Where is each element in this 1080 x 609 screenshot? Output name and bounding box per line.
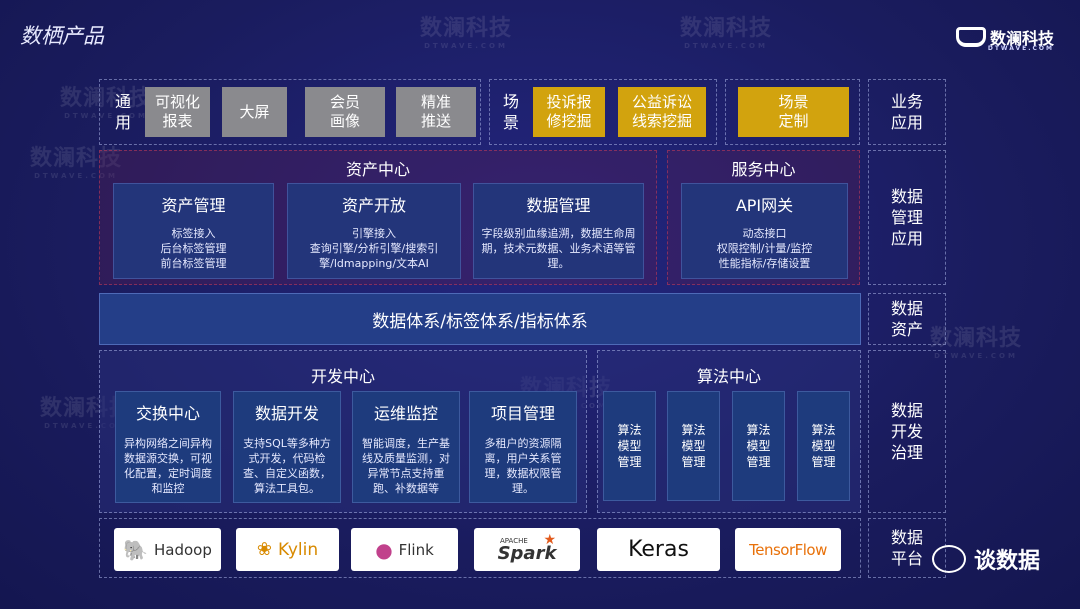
right-label-data-platform: 数据平台: [868, 518, 946, 578]
tensorflow-logo: TensorFlow: [735, 528, 841, 571]
flink-logo: ●Flink: [351, 528, 458, 571]
dev-card[interactable]: 数据开发支持SQL等多种方式开发，代码检查、自定义函数，算法工具包。: [233, 391, 341, 503]
brand-mark-icon: [955, 27, 986, 47]
dev-card[interactable]: 交换中心异构网络之间异构数据源交换，可视化配置，定时调度和监控: [115, 391, 221, 503]
general-item[interactable]: 会员画像: [305, 87, 385, 137]
hadoop-logo: 🐘Hadoop: [114, 528, 221, 571]
page-title: 数栖产品: [20, 24, 104, 48]
data-system-bar: 数据体系/标签体系/指标体系: [99, 293, 861, 345]
kylin-icon: ❀: [256, 539, 272, 560]
asset-card[interactable]: 数据管理字段级别血缘追溯，数据生命周期，技术元数据、业务术语等管理。: [473, 183, 644, 279]
algo-card[interactable]: 算法模型管理: [732, 391, 785, 501]
scene-apps-group: [489, 79, 717, 145]
right-label-data-mgmt-apps: 数据管理应用: [868, 150, 946, 285]
service-center-title: 服务中心: [731, 160, 796, 179]
general-apps-group: [99, 79, 481, 145]
elephant-icon: 🐘: [123, 537, 149, 562]
custom-scene-item[interactable]: 场景定制: [738, 87, 849, 137]
kylin-logo: ❀Kylin: [236, 528, 339, 571]
keras-logo: Keras: [597, 528, 720, 571]
dev-center-title: 开发中心: [310, 367, 375, 386]
wechat-icon: [931, 545, 966, 573]
general-label: 通用: [114, 92, 131, 132]
general-item[interactable]: 可视化报表: [145, 87, 210, 137]
scene-label: 场景: [502, 92, 519, 132]
algo-card[interactable]: 算法模型管理: [667, 391, 720, 501]
general-item[interactable]: 大屏: [222, 87, 287, 137]
algo-card[interactable]: 算法模型管理: [797, 391, 850, 501]
platform-row: [99, 518, 861, 578]
dev-card[interactable]: 项目管理多租户的资源隔离，用户关系管理，数据权限管理。: [469, 391, 577, 503]
right-label-business-apps: 业务应用: [868, 79, 946, 145]
algo-card[interactable]: 算法模型管理: [603, 391, 656, 501]
scene-item[interactable]: 投诉报修挖掘: [533, 87, 605, 137]
footer-brand: 谈数据: [931, 543, 1040, 575]
spark-star-icon: ★: [543, 532, 556, 548]
asset-card[interactable]: 资产开放引擎接入 查询引擎/分析引擎/搜索引擎/ldmapping/文本AI: [287, 183, 461, 279]
custom-scene-group: [725, 79, 860, 145]
dev-card[interactable]: 运维监控智能调度，生产基线及质量监测，对异常节点支持重跑、补数据等: [352, 391, 460, 503]
api-gateway-card[interactable]: API网关动态接口 权限控制/计量/监控 性能指标/存储设置: [681, 183, 848, 279]
asset-card[interactable]: 资产管理标签接入 后台标签管理 前台标签管理: [113, 183, 274, 279]
right-label-data-dev-gov: 数据开发治理: [868, 350, 946, 513]
squirrel-icon: ●: [375, 537, 393, 562]
general-item[interactable]: 精准推送: [396, 87, 476, 137]
right-label-data-assets: 数据资产: [868, 293, 946, 345]
brand-logo: 数澜科技 DTWAVE.COM: [955, 25, 1054, 52]
scene-item[interactable]: 公益诉讼线索挖掘: [618, 87, 706, 137]
algo-center-title: 算法中心: [696, 367, 761, 386]
asset-center-title: 资产中心: [345, 160, 410, 179]
